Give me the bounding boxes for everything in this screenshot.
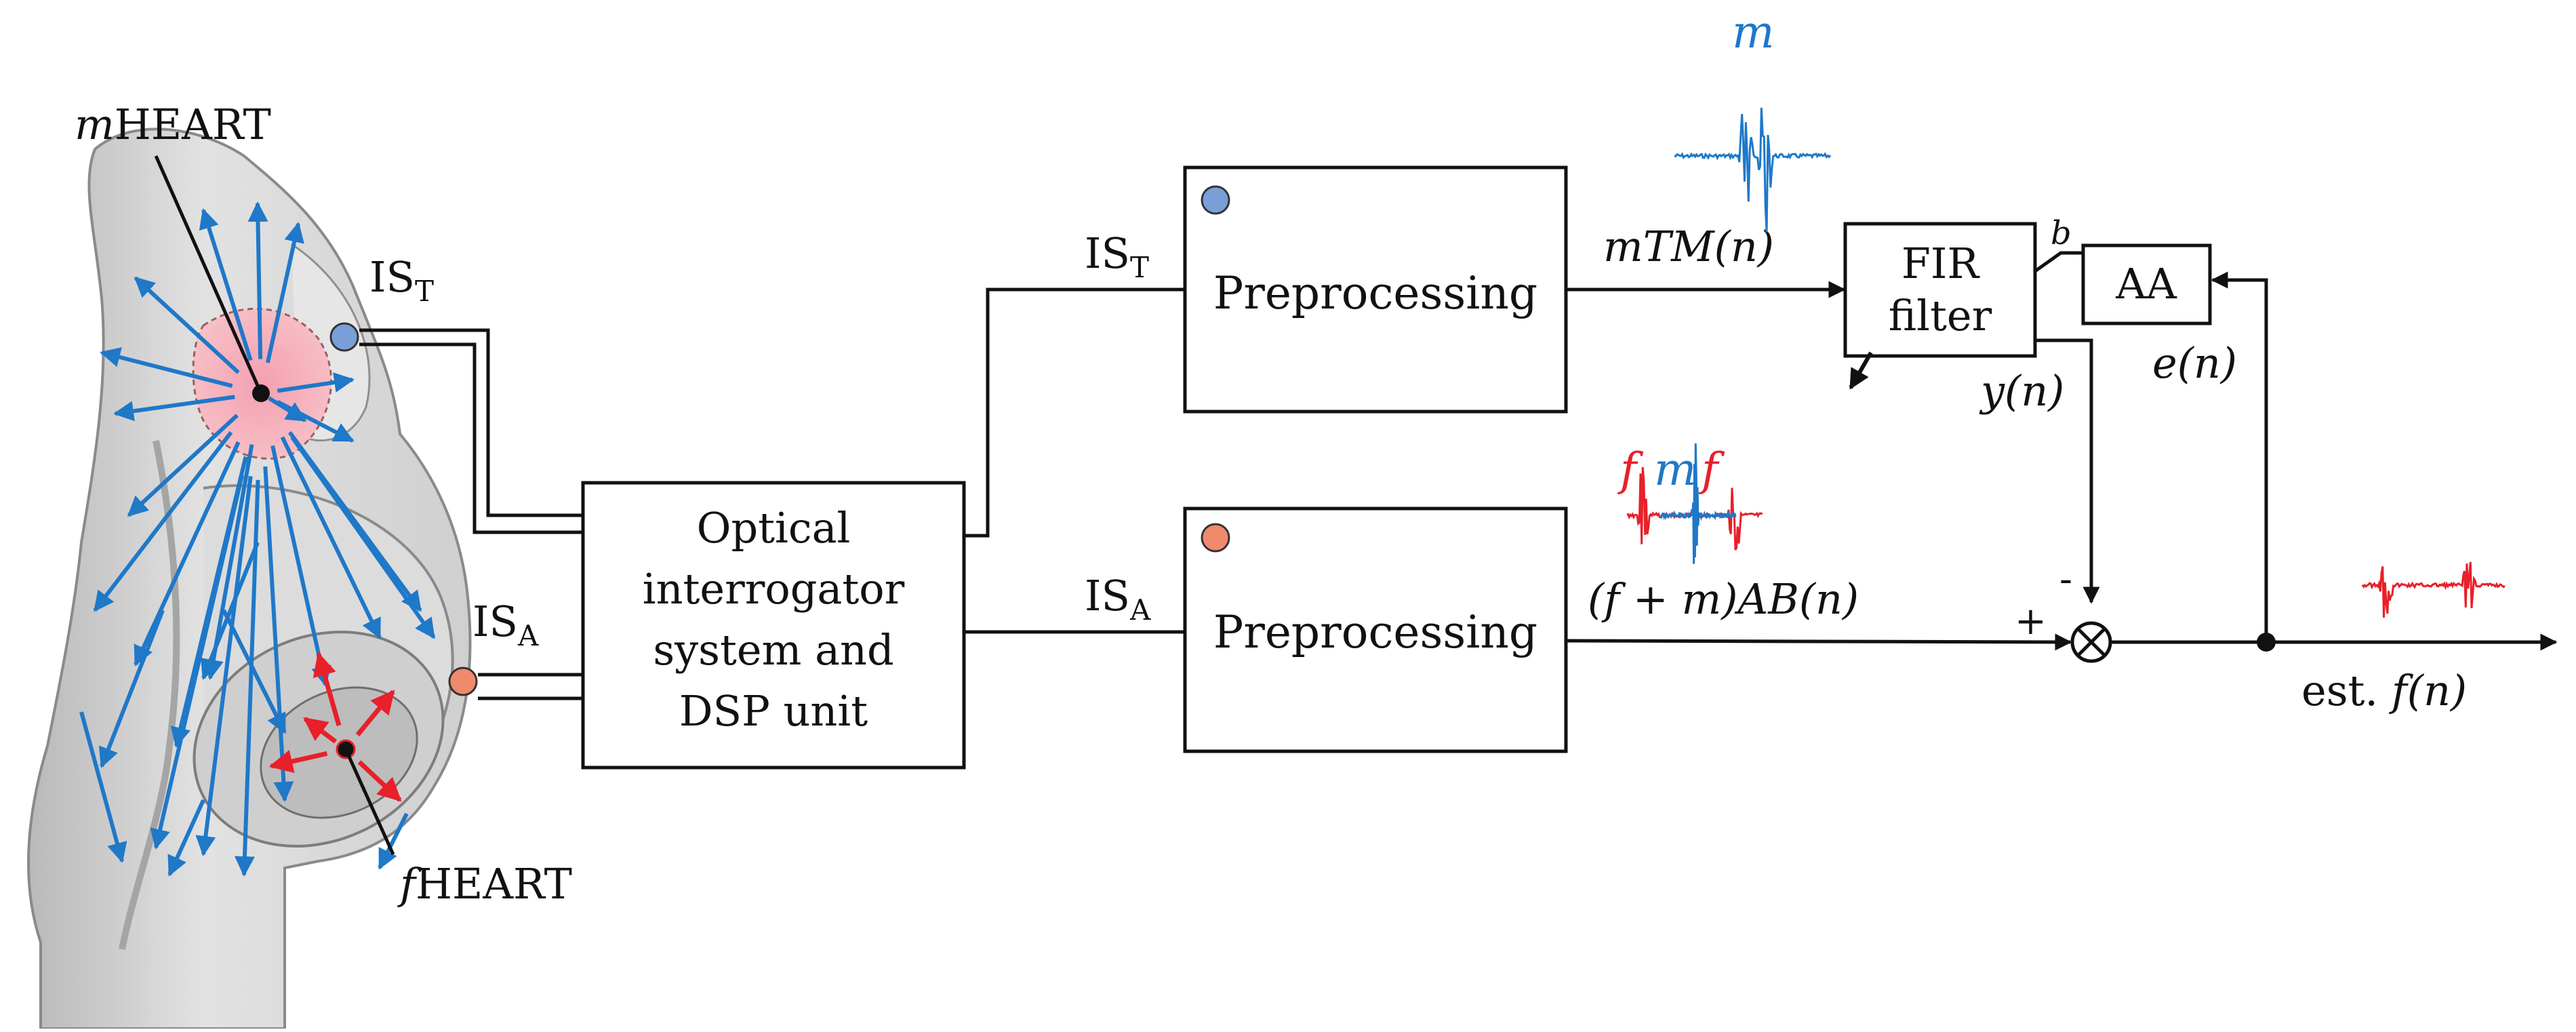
fiber-t-inner <box>359 342 583 534</box>
is-t-label-chain: IST <box>1085 229 1149 284</box>
m-heart-label-rest: HEART <box>115 100 271 149</box>
m-heart-label: mHEART <box>75 100 271 149</box>
is-a-label-body: ISA <box>472 597 539 652</box>
maternal-field-arrows <box>79 201 436 877</box>
maternal-field-arrow <box>98 609 165 768</box>
fetal-field-arrow <box>268 749 328 774</box>
waveform-mid-label-m: m <box>1654 443 1697 496</box>
fir-filter-block <box>1843 222 2037 358</box>
summing-junction-icon <box>2070 621 2112 663</box>
is-a-body-sub: A <box>517 619 539 652</box>
optical-line-1: Optical <box>697 503 851 553</box>
maternal-field-arrow <box>100 347 233 389</box>
output-junction-dot <box>2257 633 2276 652</box>
maternal-field-arrow <box>79 711 127 863</box>
is-t-body-sub: T <box>415 275 434 308</box>
estimated-fetal-waveform <box>2361 561 2505 618</box>
maternal-field-arrow <box>276 399 355 443</box>
maternal-field-arrow <box>127 414 239 517</box>
maternal-field-arrow <box>290 436 436 639</box>
preprocessing-top-indicator <box>1201 185 1230 215</box>
is-a-body-prefix: IS <box>472 597 518 646</box>
output-label: est. f(n) <box>2301 666 2467 715</box>
maternal-field-arrow <box>378 812 409 870</box>
wire-y <box>2035 338 2100 604</box>
maternal-field-arrow <box>247 201 268 359</box>
fetal-field-arrow <box>357 760 402 802</box>
optical-line-2: interrogator <box>643 564 905 614</box>
f-heart-label: fHEART <box>397 859 572 909</box>
is-a-chain-sub: A <box>1129 593 1151 627</box>
optical-line-4: DSP unit <box>679 686 868 736</box>
fir-adaptation-arrow <box>1849 351 1873 390</box>
fir-line-1: FIR <box>1901 239 1981 288</box>
maternal-field-arrow <box>201 541 260 680</box>
is-t-chain-sub: T <box>1130 251 1149 284</box>
fetal-field-arrow <box>355 690 395 736</box>
is-t-chain-prefix: IS <box>1085 229 1130 278</box>
preprocessing-bottom-label: Preprocessing <box>1213 606 1537 658</box>
maternal-field-arrow <box>113 395 235 422</box>
maternal-field-arrow <box>265 222 304 363</box>
is-a-chain-prefix: IS <box>1085 571 1130 620</box>
optical-interrogator-block <box>581 481 966 770</box>
fetal-field-arrow <box>303 717 338 744</box>
fetal-field-arrows <box>268 652 402 802</box>
wire-pre-bottom-to-sum <box>1565 633 2072 651</box>
e-signal-label: e(n) <box>2152 338 2237 388</box>
aa-block <box>2081 243 2212 325</box>
preprocessing-top-label: Preprocessing <box>1213 267 1537 319</box>
waveform-mid-label-f2: f <box>1698 443 1725 496</box>
fir-line-2: filter <box>1889 291 1992 340</box>
maternal-field-arrow <box>167 799 205 877</box>
maternal-field-arrow <box>93 431 233 612</box>
is-t-label-body: IST <box>369 252 434 308</box>
maternal-field-arrow <box>222 609 287 734</box>
preprocessing-top-block <box>1183 165 1568 414</box>
wire-e-feedback <box>2211 271 2268 642</box>
maternal-field-arrow <box>150 474 245 850</box>
maternal-field-arrow <box>280 436 382 639</box>
maternal-field-arrow <box>199 208 253 361</box>
fiber-t-outer <box>359 328 583 517</box>
m-heart-label-italic: m <box>75 100 115 149</box>
maternal-field-arrow <box>134 276 240 374</box>
maternal-field-arrow <box>277 372 355 393</box>
sensor-t <box>329 322 359 352</box>
maternal-field-arrow <box>195 476 253 856</box>
preprocessing-bottom-indicator <box>1201 523 1230 553</box>
preprocessing-bottom-block <box>1183 507 1568 753</box>
is-t-body-prefix: IS <box>369 252 415 302</box>
aa-label: AA <box>2115 259 2177 309</box>
pregnant-torso-illustration <box>26 127 472 1030</box>
maternal-field-arrow <box>134 441 241 667</box>
waveform-top-label: m <box>1732 6 1775 58</box>
b-signal-label: b <box>2051 214 2072 252</box>
f-heart-leader <box>344 748 395 856</box>
fetal-field-arrow <box>313 652 342 726</box>
maternal-field-arrow <box>270 445 331 687</box>
fm-ab-signal-label: (f + m)AB(n) <box>1588 574 1859 624</box>
y-signal-label: y(n) <box>1979 366 2064 416</box>
combined-waveform-maternal <box>1659 443 1737 564</box>
maternal-field-arrow <box>268 396 307 422</box>
is-a-label-chain: ISA <box>1085 571 1151 627</box>
fetal-heart-dot <box>336 739 356 759</box>
mtm-signal-label: mTM(n) <box>1603 222 1774 271</box>
maternal-field-arrow <box>263 466 294 802</box>
minus-sign: - <box>2059 557 2072 601</box>
plus-sign: + <box>2015 599 2047 643</box>
wire-optical-to-pre-top <box>964 287 1185 538</box>
m-heart-leader <box>154 155 263 395</box>
sensor-a <box>448 667 478 696</box>
maternal-waveform <box>1674 107 1832 233</box>
optical-line-3: system and <box>653 625 893 675</box>
f-heart-label-rest: HEART <box>416 859 572 909</box>
wire-fir-to-aa <box>2034 251 2083 273</box>
